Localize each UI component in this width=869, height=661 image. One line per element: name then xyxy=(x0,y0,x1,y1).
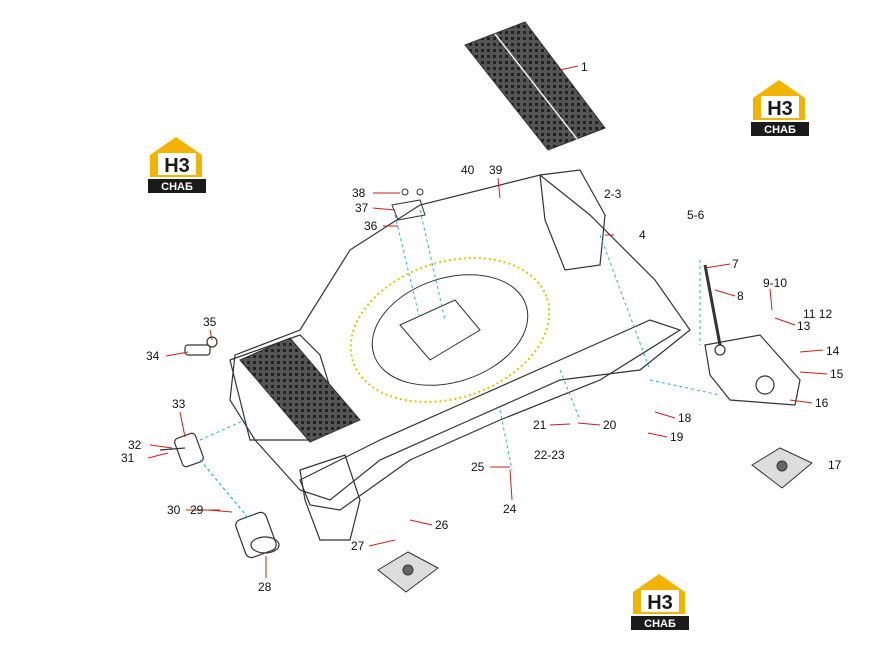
top-bracket xyxy=(391,188,426,221)
callout-28: 28 xyxy=(258,580,272,594)
assembly-lines xyxy=(199,209,721,471)
frame-step-left xyxy=(239,337,361,443)
callout-13: 13 xyxy=(797,319,811,333)
callout-21: 21 xyxy=(533,418,547,432)
svg-text:H3: H3 xyxy=(647,592,673,614)
main-frame xyxy=(229,169,691,541)
callout-5-6: 5-6 xyxy=(687,208,705,222)
logo-watermark-right: H3 СНАБ xyxy=(751,80,809,136)
pin-assembly-left xyxy=(159,336,280,559)
callout-33: 33 xyxy=(172,397,186,411)
callout-labels: 1 2-3 4 5-6 7 8 9-10 11 12 13 14 15 16 1… xyxy=(121,60,844,594)
callout-8: 8 xyxy=(737,289,744,303)
logo-watermark-left: H3 СНАБ xyxy=(148,137,206,193)
callout-30: 30 xyxy=(167,503,181,517)
callout-4: 4 xyxy=(639,228,646,242)
callout-32: 32 xyxy=(128,438,142,452)
callout-9-10: 9-10 xyxy=(763,276,787,290)
callout-39: 39 xyxy=(489,163,503,177)
callout-15: 15 xyxy=(830,367,844,381)
callout-37: 37 xyxy=(355,201,369,215)
callout-25: 25 xyxy=(471,460,485,474)
svg-text:СНАБ: СНАБ xyxy=(161,181,193,193)
callout-26: 26 xyxy=(435,518,449,532)
callout-40: 40 xyxy=(461,163,475,177)
pad-bottom xyxy=(377,551,439,593)
callout-2-3: 2-3 xyxy=(604,187,622,201)
step-plate xyxy=(464,21,606,151)
callout-36: 36 xyxy=(364,219,378,233)
callout-16: 16 xyxy=(815,396,829,410)
callout-17: 17 xyxy=(828,458,842,472)
callout-20: 20 xyxy=(603,418,617,432)
callout-35: 35 xyxy=(203,315,217,329)
leader-lines xyxy=(147,65,828,578)
svg-text:СНАБ: СНАБ xyxy=(644,618,676,630)
swing-arm-bracket xyxy=(703,264,801,406)
svg-text:H3: H3 xyxy=(767,98,793,120)
slewing-ring xyxy=(349,257,551,403)
callout-24: 24 xyxy=(503,502,517,516)
pad-right xyxy=(751,447,813,489)
svg-text:H3: H3 xyxy=(164,155,190,177)
callout-22-23: 22-23 xyxy=(534,448,565,462)
callout-19: 19 xyxy=(670,430,684,444)
svg-text:СНАБ: СНАБ xyxy=(764,124,796,136)
callout-34: 34 xyxy=(146,349,160,363)
callout-1: 1 xyxy=(581,60,588,74)
callout-11-12: 11 12 xyxy=(803,307,832,321)
callout-14: 14 xyxy=(826,344,840,358)
callout-31: 31 xyxy=(121,451,135,465)
callout-18: 18 xyxy=(678,411,692,425)
callout-29: 29 xyxy=(190,503,204,517)
callout-27: 27 xyxy=(351,539,365,553)
callout-7: 7 xyxy=(732,257,739,271)
callout-38: 38 xyxy=(352,186,366,200)
logo-watermark-bottom: H3 СНАБ xyxy=(631,574,689,630)
